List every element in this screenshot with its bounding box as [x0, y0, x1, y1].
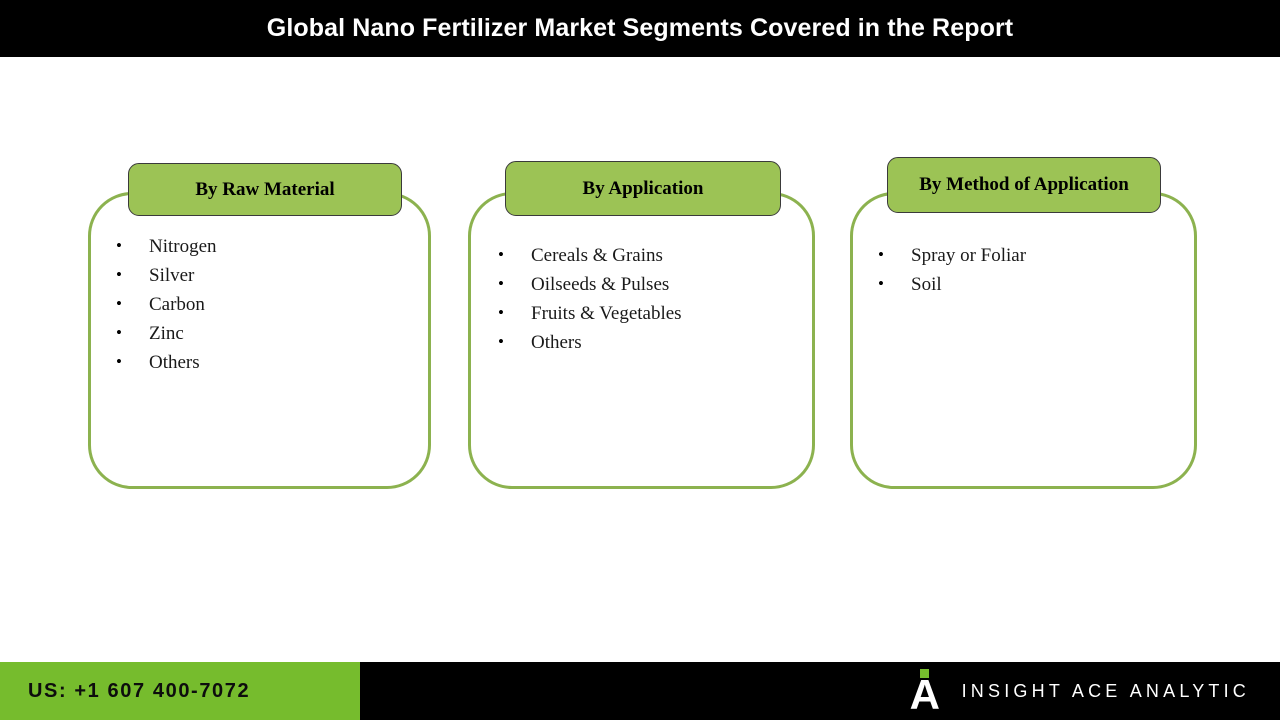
list-item: • Others	[116, 348, 217, 377]
list-item: • Carbon	[116, 290, 217, 319]
logo-square-icon	[919, 669, 929, 678]
bullet-icon: •	[498, 303, 504, 322]
segment-card-title-method-of-application: By Method of Application	[887, 157, 1161, 213]
list-item-label: Others	[149, 352, 200, 373]
segment-list-method-of-application: • Spray or Foliar • Soil	[878, 241, 1026, 299]
list-item-label: Zinc	[149, 323, 184, 344]
logo-icon: A	[909, 669, 944, 718]
segment-card-title-application: By Application	[505, 161, 781, 216]
list-item: • Nitrogen	[116, 232, 217, 261]
segments-board: By Raw Material • Nitrogen • Silver • Carbo…	[0, 57, 1280, 662]
header-bar	[0, 0, 1280, 57]
segment-card-method-of-application	[850, 192, 1197, 489]
bullet-icon: •	[498, 274, 504, 293]
segment-card-title-raw-material: By Raw Material	[128, 163, 402, 216]
page-title: Global Nano Fertilizer Market Segments C…	[266, 14, 1014, 42]
list-item: • Spray or Foliar	[878, 241, 1026, 270]
bullet-icon: •	[116, 294, 122, 313]
segment-card-raw-material	[88, 192, 431, 489]
bullet-icon: •	[498, 245, 504, 264]
list-item-label: Others	[531, 332, 582, 353]
segment-list-raw-material: • Nitrogen • Silver • Carbon • Zinc • Others	[116, 232, 217, 377]
bullet-icon: •	[116, 265, 122, 284]
brand-lockup: A INSIGHT ACE ANALYTIC	[910, 662, 1250, 720]
contact-phone[interactable]: US: +1 607 400-7072	[28, 680, 251, 702]
list-item-label: Cereals & Grains	[531, 245, 663, 266]
list-item: • Oilseeds & Pulses	[498, 270, 682, 299]
list-item: • Zinc	[116, 319, 217, 348]
segment-list-application: • Cereals & Grains • Oilseeds & Pulses • Fr…	[498, 241, 682, 357]
list-item-label: Oilseeds & Pulses	[531, 274, 670, 295]
list-item-label: Fruits & Vegetables	[531, 303, 682, 324]
bullet-icon: •	[116, 236, 122, 255]
list-item-label: Carbon	[149, 294, 205, 315]
list-item: • Soil	[878, 270, 1026, 299]
list-item-label: Nitrogen	[149, 236, 217, 257]
list-item: • Cereals & Grains	[498, 241, 682, 270]
bullet-icon: •	[878, 274, 884, 293]
bullet-icon: •	[498, 332, 504, 351]
list-item-label: Soil	[911, 274, 942, 295]
logo-letter-a: A	[909, 671, 940, 718]
footer-contact-band	[0, 662, 360, 720]
list-item: • Fruits & Vegetables	[498, 299, 682, 328]
list-item-label: Silver	[149, 265, 195, 286]
bullet-icon: •	[116, 352, 122, 371]
list-item-label: Spray or Foliar	[911, 245, 1027, 266]
brand-name: INSIGHT ACE ANALYTIC	[961, 680, 1250, 701]
list-item: • Others	[498, 328, 682, 357]
segment-card-application	[468, 192, 815, 489]
bullet-icon: •	[116, 323, 122, 342]
list-item: • Silver	[116, 261, 217, 290]
bullet-icon: •	[878, 245, 884, 264]
